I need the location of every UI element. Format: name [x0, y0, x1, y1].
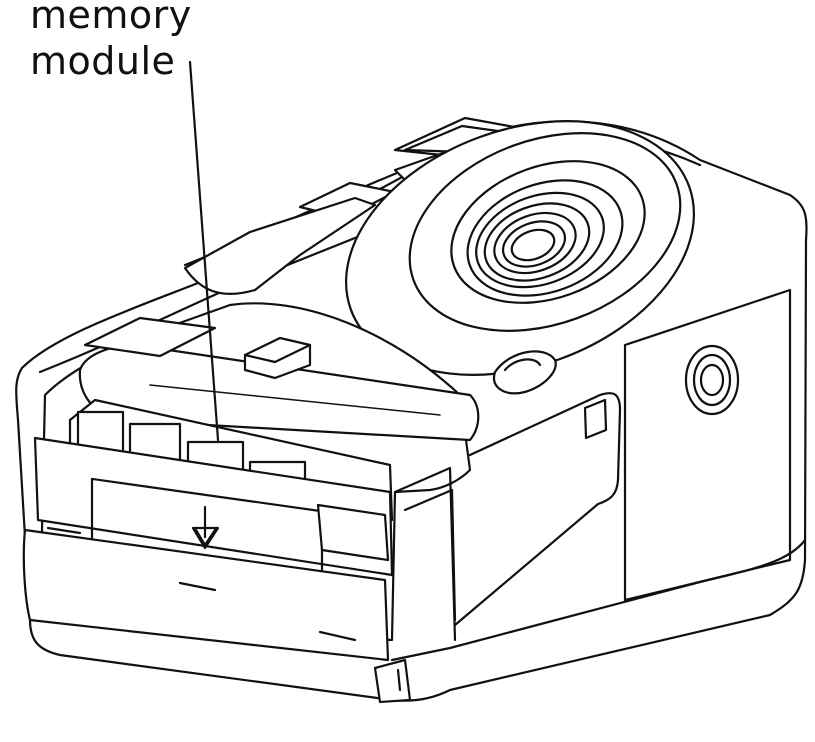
- latch-center: [243, 336, 312, 380]
- eject-arrow-head: [191, 526, 220, 550]
- lens-ring-1: [408, 132, 682, 332]
- body-front-edge: [390, 538, 807, 662]
- module-connector: [316, 503, 390, 562]
- door-hinge-1: [46, 526, 82, 535]
- side-door: [453, 392, 622, 627]
- tripod-panel: [623, 288, 792, 602]
- compartment-wall-ridge: [403, 488, 457, 622]
- door-hinge-3: [318, 630, 357, 642]
- body-corner-cap: [373, 658, 412, 704]
- lens-glass: [510, 228, 556, 262]
- compartment-front-panel: [33, 436, 394, 577]
- lens-ring-3: [466, 179, 624, 297]
- tripod-socket-mid: [692, 353, 732, 407]
- lens-ring-4: [475, 191, 605, 289]
- callout-label-line2: module: [30, 39, 176, 83]
- slide-switch-knob: [503, 358, 542, 372]
- lens-ring-5: [483, 202, 591, 282]
- lens-ring-6: [493, 211, 577, 275]
- corner-lug: [396, 668, 402, 692]
- callout-label: memory module: [30, 0, 192, 84]
- eject-arrow-icon: [194, 505, 217, 547]
- callout-leader-line: [188, 60, 220, 442]
- lens-ring-7: [501, 220, 567, 268]
- tripod-socket-inner: [699, 363, 725, 397]
- top-slope-panel: [183, 196, 377, 295]
- lens-ring-2: [450, 160, 646, 304]
- latch-center-top: [243, 343, 312, 364]
- latch-left: [83, 316, 217, 358]
- slide-switch: [492, 350, 557, 395]
- callout-label-line1: memory: [30, 0, 192, 37]
- battery-highlight: [149, 384, 441, 416]
- door-hinge-2: [178, 581, 217, 592]
- side-door-slot: [583, 398, 608, 440]
- lower-door: [22, 528, 390, 662]
